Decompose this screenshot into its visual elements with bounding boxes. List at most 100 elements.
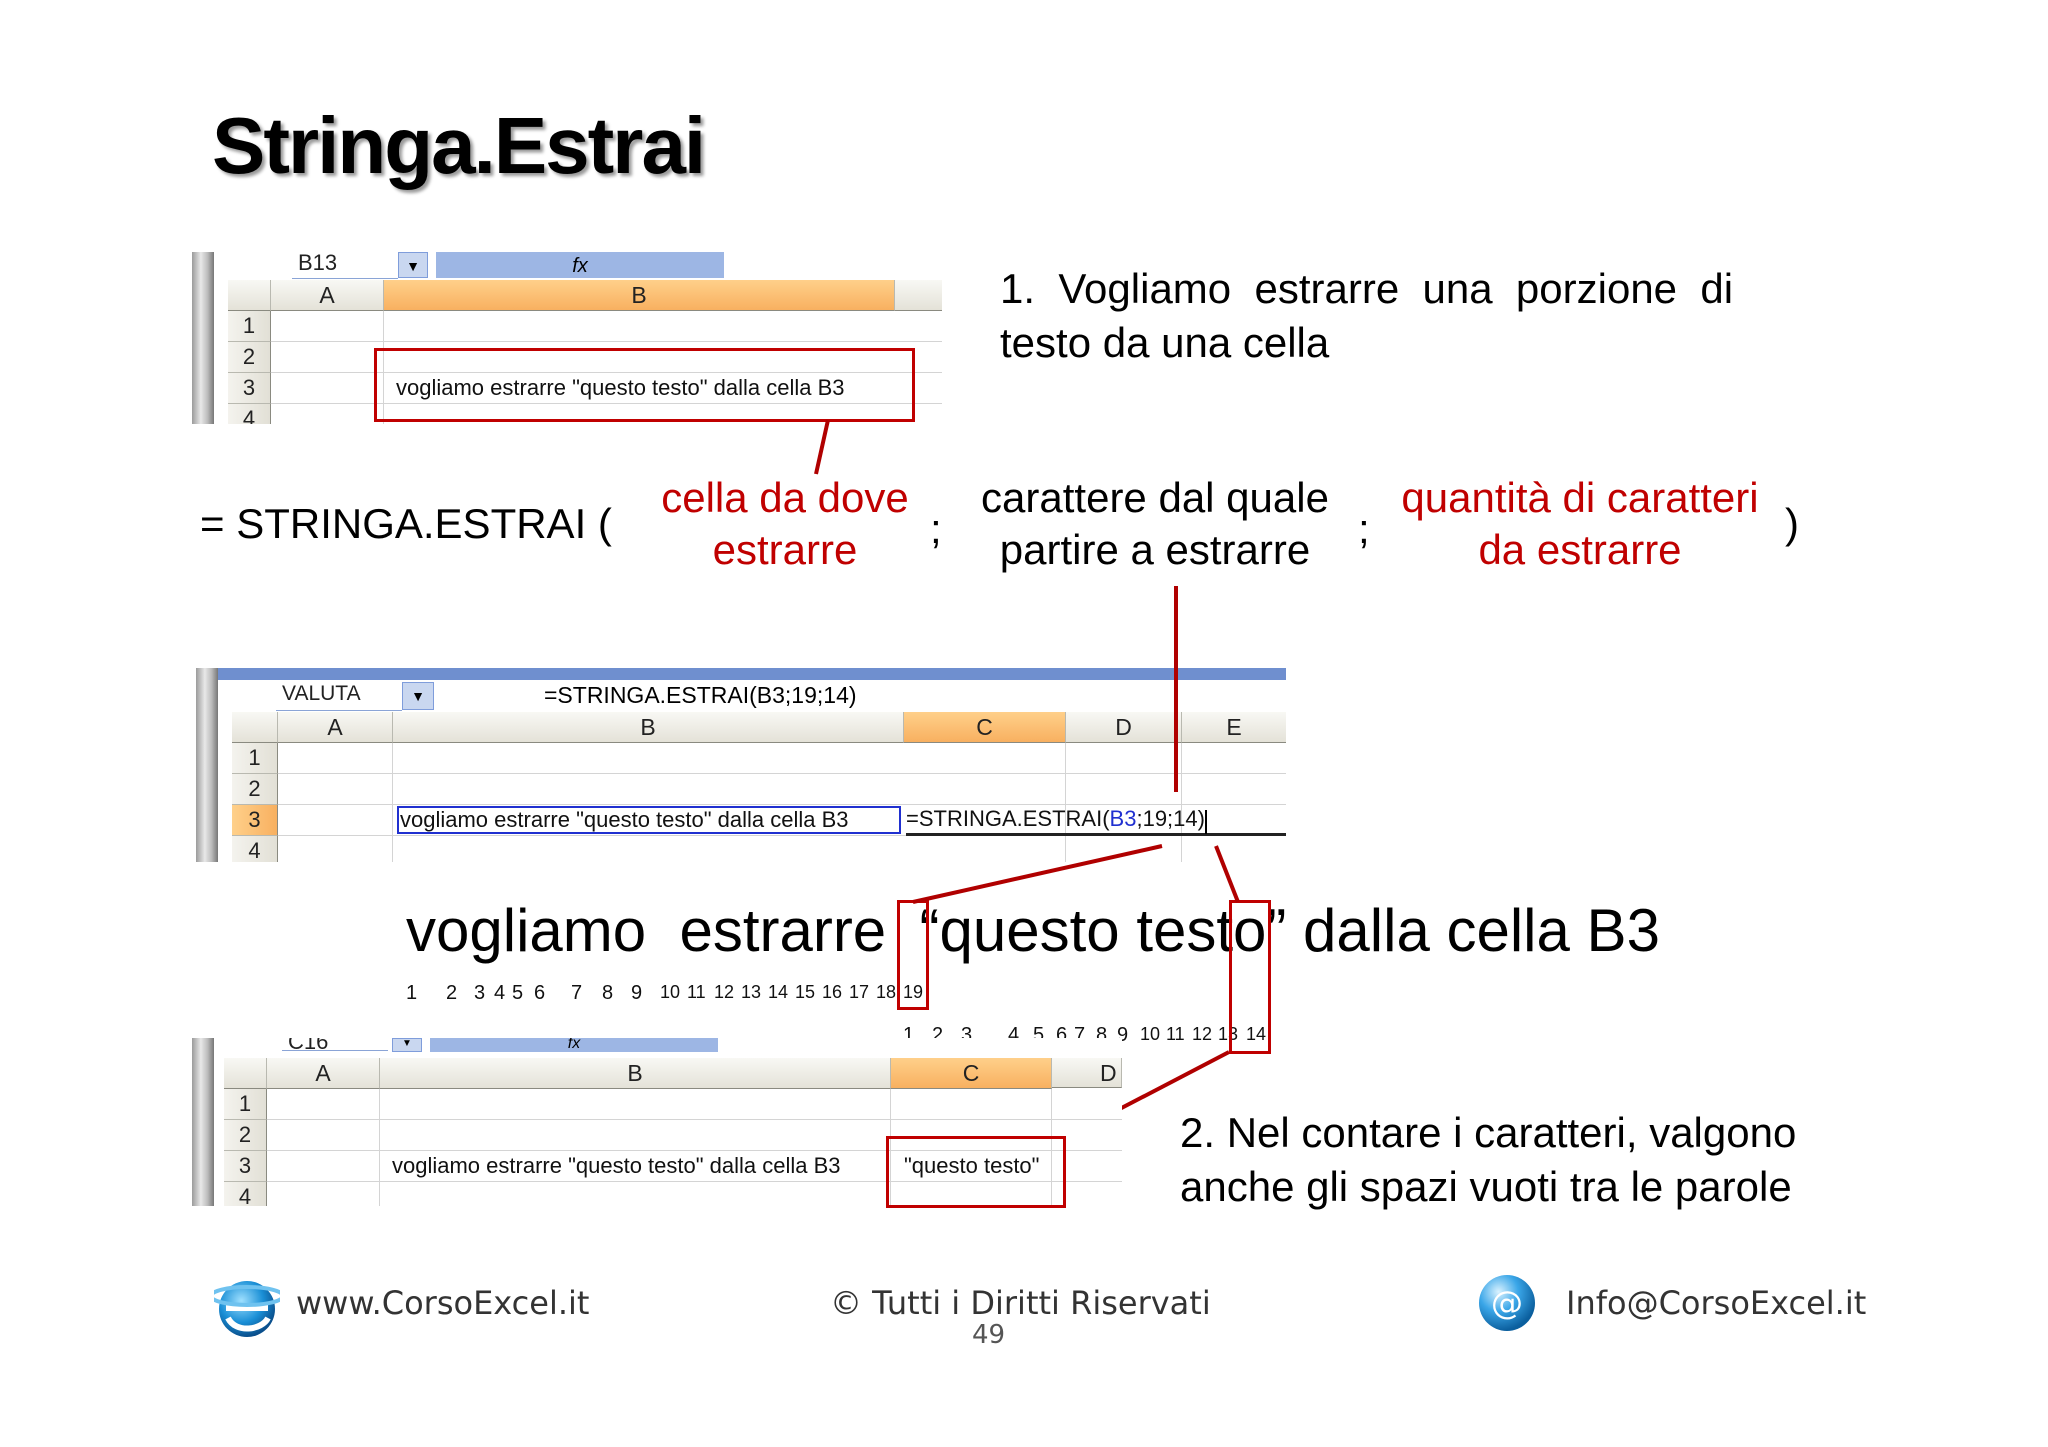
count_length-number: 9	[1117, 1024, 1129, 1046]
count_start-number: 2	[446, 982, 458, 1004]
window-edge	[192, 252, 214, 424]
argument-3-line-1: quantità di caratteri	[1401, 474, 1759, 521]
column-header-b: B	[380, 1058, 891, 1089]
column-header-a: A	[278, 712, 393, 743]
count_length-number: 8	[1096, 1024, 1108, 1046]
connector-end	[1214, 845, 1240, 903]
count_start-number: 8	[602, 982, 614, 1004]
count_start-number: 5	[512, 982, 524, 1004]
gridline	[267, 1119, 1122, 1120]
corner-header	[232, 712, 278, 743]
cell-b3-reference-border	[397, 806, 901, 834]
sentence-part-1: vogliamo estrarre	[406, 897, 920, 964]
gridline	[271, 403, 942, 404]
gridline	[278, 835, 1286, 836]
count_start-number: 13	[741, 982, 762, 1002]
highlight-cell-b3	[374, 348, 915, 422]
count_start-number: 1	[406, 982, 418, 1004]
count_start-number: 10	[660, 982, 681, 1002]
argument-1-line-1: cella da dove	[661, 474, 909, 521]
formula-bar[interactable]: =STRINGA.ESTRAI(B3;19;14)	[536, 680, 1284, 710]
count_length-number: 5	[1033, 1024, 1045, 1046]
row-header-3: 3	[228, 373, 271, 404]
window-edge	[196, 668, 218, 862]
column-header-a: A	[267, 1058, 380, 1089]
page-number: 49	[972, 1320, 1006, 1350]
footer-email[interactable]: Info@CorsoExcel.it	[1566, 1284, 1867, 1322]
count_start-number: 16	[822, 982, 843, 1002]
argument-2-line-1: carattere dal quale	[981, 474, 1329, 521]
gridline	[1181, 743, 1182, 862]
column-header-b: B	[393, 712, 904, 743]
count_length-number: 4	[1008, 1024, 1020, 1046]
fx-icon: fx	[430, 1038, 718, 1052]
note-1-line-1: 1. Vogliamo estrarre una porzione di	[1000, 265, 1734, 312]
note-2-line-2: anche gli spazi vuoti tra le parole	[1180, 1163, 1792, 1210]
row-header-2: 2	[224, 1120, 267, 1151]
formula-prefix: = STRINGA.ESTRAI (	[200, 500, 612, 547]
corner-header	[228, 280, 271, 311]
cell-c3: "questo testo"	[904, 1153, 1040, 1178]
row-header-2: 2	[232, 774, 278, 805]
cell-c3-formula-start: =STRINGA.ESTRAI(	[906, 806, 1110, 831]
row-header-3: 3	[232, 805, 278, 836]
column-header-next	[895, 280, 942, 311]
count_start-number: 3	[474, 982, 486, 1004]
count_start-number: 6	[534, 982, 546, 1004]
note-2-line-1: 2. Nel contare i caratteri, valgono	[1180, 1109, 1797, 1156]
corner-header	[224, 1058, 267, 1089]
count_start-number: 14	[768, 982, 789, 1002]
gridline	[278, 773, 1286, 774]
footer-website[interactable]: www.CorsoExcel.it	[296, 1284, 590, 1322]
fx-icon: fx	[436, 252, 724, 278]
argument-1: cella da dove estrarre	[645, 472, 925, 576]
count_start-number: 12	[714, 982, 735, 1002]
gridline	[392, 743, 393, 862]
count_length-number: 7	[1074, 1024, 1086, 1046]
separator-1: ;	[930, 505, 942, 552]
gridline	[267, 1150, 1122, 1151]
column-header-d: D	[1066, 712, 1182, 743]
column-header-c: C	[891, 1058, 1052, 1089]
row-header-1: 1	[228, 311, 271, 342]
count_start-number: 4	[494, 982, 506, 1004]
footer-rights: © Tutti i Diritti Riservati	[830, 1284, 1211, 1322]
count_length-number: 11	[1166, 1024, 1185, 1044]
name-box-dropdown: ▼	[392, 1038, 422, 1052]
gridline	[278, 804, 1286, 805]
row-header-4: 4	[228, 404, 271, 424]
count_start-number: 9	[631, 982, 643, 1004]
count_length-number: 14	[1246, 1024, 1267, 1044]
name-box-dropdown: ▼	[398, 252, 428, 278]
email-at-icon: @	[1476, 1272, 1538, 1334]
cell-b3: vogliamo estrarre "questo testo" dalla c…	[400, 807, 849, 832]
row-header-1: 1	[224, 1089, 267, 1120]
cell-c3-editing[interactable]: =STRINGA.ESTRAI(B3;19;14)	[906, 804, 1286, 836]
count_length-number: 12	[1192, 1024, 1213, 1044]
count_start-number: 15	[795, 982, 816, 1002]
sentence-part-3: dalla cella B3	[1286, 897, 1660, 964]
text-cursor	[1204, 809, 1207, 834]
cell-c3-formula-end: ;19;14)	[1136, 806, 1205, 831]
name-box: C16	[282, 1038, 388, 1051]
count_start-number: 18	[876, 982, 897, 1002]
argument-3-line-2: da estrarre	[1478, 526, 1682, 573]
note-2: 2. Nel contare i caratteri, valgono anch…	[1180, 1106, 1796, 1214]
gridline	[271, 372, 942, 373]
count_length-number: 1	[903, 1024, 915, 1046]
argument-2-line-2: partire a estrarre	[999, 526, 1311, 573]
gridline	[890, 1089, 891, 1206]
column-header-a: A	[271, 280, 384, 311]
row-header-4: 4	[224, 1182, 267, 1206]
argument-1-line-2: estrarre	[712, 526, 858, 573]
row-header-1: 1	[232, 743, 278, 774]
cell-b3: vogliamo estrarre "questo testo" dalla c…	[392, 1153, 841, 1178]
argument-3: quantità di caratteri da estrarre	[1375, 472, 1785, 576]
count_length-number: 10	[1140, 1024, 1161, 1044]
row-header-3: 3	[224, 1151, 267, 1182]
cell-b3: vogliamo estrarre "questo testo" dalla c…	[396, 375, 845, 400]
row-header-4: 4	[232, 836, 278, 862]
count_start-number: 7	[571, 982, 583, 1004]
spreadsheet-screenshot-3: C16 ▼ fx A B C D 1 2 3 4 vogliamo estrar…	[192, 1038, 1122, 1206]
count_length-number: 2	[932, 1024, 944, 1046]
